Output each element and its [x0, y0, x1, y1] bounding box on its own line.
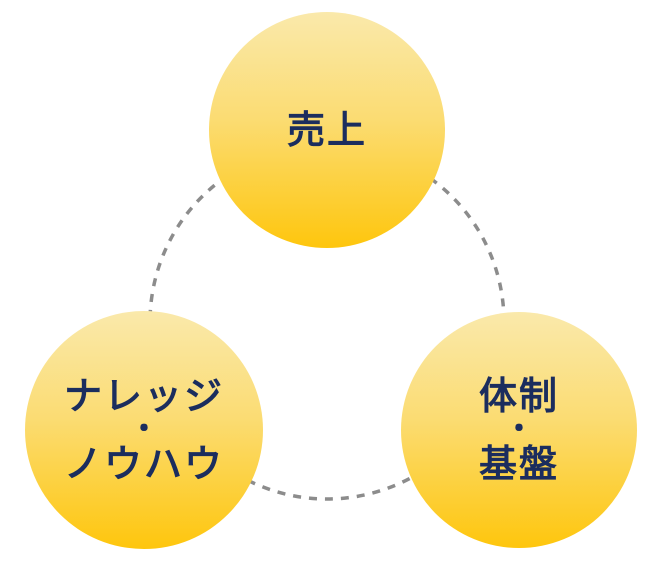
node-label-knowhow: ノウハウ	[63, 442, 224, 486]
node-label-knowledge: ナレッジ	[63, 374, 224, 418]
node-circle-knowledge-knowhow: ナレッジ ・ ノウハウ	[25, 311, 263, 549]
node-label-foundation: 基盤	[478, 442, 559, 486]
node-circle-structure-foundation: 体制 ・ 基盤	[401, 312, 637, 548]
node-label-separator-dot: ・	[504, 412, 534, 447]
node-label-sales: 売上	[286, 108, 367, 152]
node-label-separator-dot: ・	[129, 412, 159, 447]
node-circle-sales: 売上	[209, 12, 445, 248]
node-label-structure: 体制	[478, 374, 559, 418]
